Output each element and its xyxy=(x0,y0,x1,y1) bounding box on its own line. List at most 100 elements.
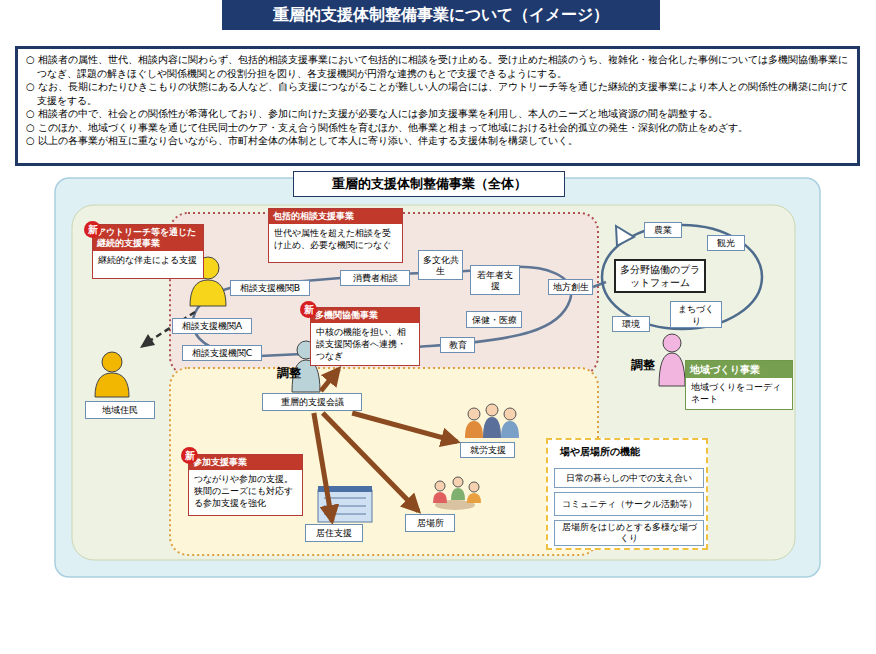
drawing-part xyxy=(483,417,501,438)
box-heading: 多機関協働事業 xyxy=(311,308,419,323)
box-text: 相談支援機関C xyxy=(189,346,256,360)
drawing-part xyxy=(451,488,465,500)
box-text: 居場所 xyxy=(414,516,447,530)
drawing-part xyxy=(190,280,226,306)
box-text: 多文化共生 xyxy=(419,253,462,278)
drawing-part xyxy=(486,404,498,416)
box-text: 居場所をはじめとする多様な場づくり xyxy=(555,521,703,545)
arrow-head xyxy=(140,334,155,348)
drawing-part xyxy=(467,493,481,503)
box-text: 若年者支援 xyxy=(471,268,519,293)
title-bar: 重層的支援体制整備事業について（イメージ） xyxy=(222,0,660,30)
box-text: 相談支援機関B xyxy=(237,281,303,295)
drawing-part xyxy=(170,213,598,375)
meeting-box: 重層的支援会議 xyxy=(262,393,362,411)
bullet-text: ○ 以上の各事業が相互に重なり合いながら、市町村全体の体制として本人に寄り添い、… xyxy=(26,134,849,148)
drawing-part xyxy=(465,421,483,438)
box-heading: 場や居場所の機能 xyxy=(548,440,706,459)
box-text: 消費者相談 xyxy=(350,271,401,285)
person-community xyxy=(659,334,685,386)
box-body: つながりや参加の支援。狭間のニーズにも対応する参加支援を強化 xyxy=(189,470,302,512)
bullet-text: ○ 相談者の属性、世代、相談内容に関わらず、包括的相談支援事業において包括的に相… xyxy=(26,53,849,80)
box-heading: 参加支援事業 xyxy=(189,455,302,470)
title-text: 重層的支援体制整備事業について（イメージ） xyxy=(273,5,609,26)
drawing-part xyxy=(102,352,122,372)
field-box: まちづくり xyxy=(670,301,722,328)
box-text: 地方創生 xyxy=(550,280,592,294)
agency-box: 多文化共生 xyxy=(418,250,463,280)
box-body: 世代や属性を超えた相談を受け止め、必要な機関につなぐ xyxy=(269,224,402,254)
new-badge: 新 xyxy=(300,301,317,318)
box-text: 保健・医療 xyxy=(469,313,520,327)
region-heading: 重層的支援体制整備事業（全体） xyxy=(293,171,565,197)
agency-box: 保健・医療 xyxy=(466,311,522,328)
drawing-part xyxy=(72,205,795,560)
coordination-label: 調整 xyxy=(277,366,301,381)
support-box: 就労支援 xyxy=(460,442,515,458)
flow-arrow xyxy=(323,413,419,511)
field-box: 観光 xyxy=(707,235,745,251)
platform-box: 多分野協働のプラットフォーム xyxy=(614,259,706,293)
function-item: 居場所をはじめとする多様な場づくり xyxy=(554,520,704,546)
work-people xyxy=(465,404,519,438)
box-text: 教育 xyxy=(446,338,470,352)
box-heading: 包括的相談支援事業 xyxy=(269,209,402,224)
box-text: 居住支援 xyxy=(313,526,355,540)
drawing-part xyxy=(663,334,681,352)
drawing-part xyxy=(170,368,598,555)
new-badge: 新 xyxy=(181,447,198,464)
agency-box: 相談支援機関C xyxy=(182,345,262,361)
box-text: 就労支援 xyxy=(467,443,509,457)
bullet-text: ○ 相談者の中で、社会との関係性が希薄化しており、参加に向けた支援が必要な人には… xyxy=(26,107,849,121)
function-item: コミュニティ（サークル活動等） xyxy=(554,492,704,516)
box-text: コミュニティ（サークル活動等） xyxy=(559,498,700,511)
box-text: 相談支援機関A xyxy=(179,319,245,333)
drawing-part xyxy=(433,492,447,503)
coordination-label: 調整 xyxy=(631,358,655,373)
box-text: 多分野協働のプラットフォーム xyxy=(616,262,704,290)
support-box: 居場所 xyxy=(405,514,455,532)
box-body: 継続的な伴走による支援 xyxy=(93,251,203,269)
agency-box: 教育 xyxy=(440,337,475,353)
agency-box: 若年者支援 xyxy=(470,265,520,295)
summary-box: ○ 相談者の属性、世代、相談内容に関わらず、包括的相談支援事業において包括的に相… xyxy=(15,46,860,166)
flow-arrow xyxy=(314,413,332,521)
agency-box: 相談支援機関B xyxy=(230,280,310,296)
box-text: 環境 xyxy=(619,317,643,331)
drawing-part xyxy=(453,477,463,487)
flow-arrow xyxy=(321,369,339,391)
agency-box: 消費者相談 xyxy=(340,270,410,286)
program-box: 地域づくり事業地域づくりをコーディネート xyxy=(685,360,793,410)
bullet-text: ○ なお、長期にわたりひきこもりの状態にある人など、自ら支援につながることが難し… xyxy=(26,80,849,107)
box-text: 農業 xyxy=(651,223,675,237)
drawing-part xyxy=(469,482,479,492)
drawing-part xyxy=(504,408,516,420)
ibasho-people xyxy=(433,477,481,510)
flow-arrow xyxy=(352,413,457,442)
regions xyxy=(55,178,820,577)
drawing-part xyxy=(616,226,634,246)
agency-box: 相談支援機関A xyxy=(172,318,252,334)
program-box: 包括的相談支援事業世代や属性を超えた相談を受け止め、必要な機関につなぐ xyxy=(268,208,403,263)
box-text: 日常の暮らしの中での支え合い xyxy=(563,472,695,485)
box-heading: 地域づくり事業 xyxy=(686,361,792,378)
field-box: 農業 xyxy=(644,222,682,238)
agency-box: 地方創生 xyxy=(548,279,593,295)
box-body: 地域づくりをコーディネート xyxy=(686,378,792,408)
box-text: まちづくり xyxy=(671,302,721,327)
support-box: 居住支援 xyxy=(305,524,363,542)
resident-box: 地域住民 xyxy=(85,401,155,419)
whole-region: 重層的支援体制整備事業（全体）アウトリーチ等を通じた継続的支援事業継続的な伴走に… xyxy=(55,178,820,577)
drawing-part xyxy=(659,353,685,386)
drawing-part xyxy=(602,225,762,329)
drawing-part xyxy=(435,481,445,491)
program-box: 参加支援事業つながりや参加の支援。狭間のニーズにも対応する参加支援を強化 xyxy=(188,454,303,516)
bullet-text: ○ このほか、地域づくり事業を通じて住民同士のケア・支え合う関係性を育むほか、他… xyxy=(26,121,849,135)
drawing-part xyxy=(95,373,129,397)
function-item: 日常の暮らしの中での支え合い xyxy=(554,468,704,488)
field-box: 環境 xyxy=(612,316,650,332)
person-resident xyxy=(95,352,129,397)
box-body: 中核の機能を担い、相談支援関係者へ連携・つなぎ xyxy=(311,323,419,365)
drawing-part xyxy=(55,178,820,577)
